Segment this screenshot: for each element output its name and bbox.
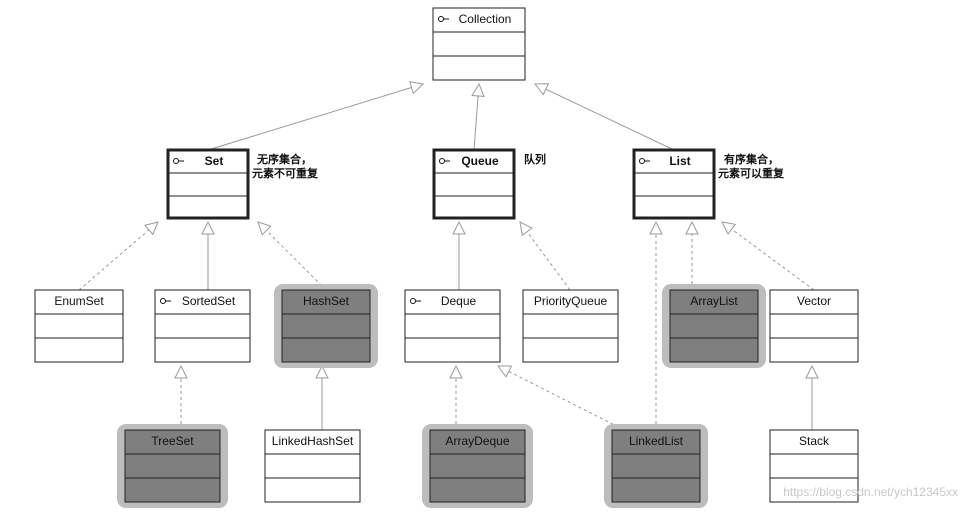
inheritance-arrowhead — [649, 220, 663, 235]
class-name-arraylist: ArrayList — [690, 294, 738, 308]
class-box-vector: Vector — [769, 289, 859, 363]
inheritance-arrowhead — [519, 221, 533, 237]
relation-enumset-to-set — [78, 221, 159, 291]
class-box-hashset: HashSet — [274, 284, 378, 368]
class-name-linkedlist: LinkedList — [629, 434, 684, 448]
class-box-frame — [769, 429, 859, 503]
inheritance-arrowhead — [721, 221, 737, 235]
class-name-stack: Stack — [799, 434, 830, 448]
inheritance-arrowhead — [409, 81, 425, 95]
inheritance-arrowhead — [805, 364, 819, 379]
class-name-arraydeque: ArrayDeque — [445, 434, 509, 448]
inheritance-arrowhead — [685, 220, 699, 235]
class-name-enumset: EnumSet — [54, 294, 104, 308]
class-name-deque: Deque — [441, 294, 477, 308]
class-name-queue: Queue — [461, 154, 499, 168]
class-box-treeset: TreeSet — [117, 424, 228, 508]
watermark: https://blog.csdn.net/ych12345xx — [783, 485, 958, 499]
class-box-frame — [281, 289, 371, 363]
relation-line — [266, 230, 327, 291]
inheritance-arrowhead — [533, 83, 550, 96]
list-note-line1: 有序集合， — [724, 152, 779, 166]
class-box-arraylist: ArrayList — [662, 284, 766, 368]
inheritance-arrowhead — [452, 220, 466, 235]
class-box-frame — [34, 289, 124, 363]
class-box-stack: Stack — [769, 429, 859, 503]
relation-stack-to-vector — [805, 364, 819, 430]
inheritance-arrowhead — [497, 365, 513, 378]
class-box-sortedset: SortedSet — [154, 289, 251, 363]
inheritance-arrowhead — [144, 221, 159, 236]
set-note-line1: 无序集合， — [256, 152, 312, 166]
class-box-linkedhashset: LinkedHashSet — [264, 429, 361, 503]
class-box-enumset: EnumSet — [34, 289, 124, 363]
class-box-frame — [432, 7, 526, 81]
relation-linkedhashset-to-hashset — [315, 364, 329, 430]
class-name-linkedhashset: LinkedHashSet — [272, 434, 354, 448]
class-box-list: List — [632, 148, 716, 220]
class-box-frame — [404, 289, 501, 363]
relation-queue-to-collection — [471, 82, 485, 151]
class-name-priorityqueue: PriorityQueue — [534, 294, 608, 308]
relation-set-to-collection — [207, 81, 425, 151]
class-box-linkedlist: LinkedList — [604, 424, 708, 508]
inheritance-arrowhead — [174, 364, 188, 379]
class-box-set: Set — [166, 148, 250, 220]
class-box-frame — [124, 429, 221, 503]
relation-list-to-collection — [533, 83, 675, 151]
class-box-frame — [669, 289, 759, 363]
class-name-sortedset: SortedSet — [182, 294, 236, 308]
relation-line — [545, 88, 675, 151]
relation-line — [731, 228, 815, 291]
relation-hashset-to-set — [257, 221, 327, 291]
class-box-frame — [264, 429, 361, 503]
relation-line — [78, 229, 150, 291]
class-name-set: Set — [205, 154, 224, 168]
inheritance-arrowhead — [471, 82, 485, 97]
list-note-line2: 元素可以重复 — [718, 166, 785, 180]
relation-line — [526, 231, 571, 291]
class-box-frame — [769, 289, 859, 363]
class-box-frame — [154, 289, 251, 363]
inheritance-arrowhead — [201, 220, 215, 235]
set-note-line2: 元素不可重复 — [252, 166, 319, 180]
relation-line — [473, 95, 479, 151]
class-box-frame — [632, 148, 716, 220]
relation-linkedlist-to-list — [649, 220, 663, 430]
class-box-deque: Deque — [404, 289, 501, 363]
class-box-arraydeque: ArrayDeque — [422, 424, 533, 508]
inheritance-arrowhead — [315, 364, 329, 379]
class-name-vector: Vector — [797, 294, 831, 308]
relation-priorityqueue-to-queue — [519, 221, 571, 291]
class-name-list: List — [669, 154, 690, 168]
class-box-frame — [522, 289, 619, 363]
relation-sortedset-to-set — [201, 220, 215, 290]
relation-arraydeque-to-deque — [449, 364, 463, 430]
class-name-hashset: HashSet — [303, 294, 350, 308]
class-box-frame — [429, 429, 526, 503]
class-box-queue: Queue — [432, 148, 516, 220]
relation-treeset-to-sortedset — [174, 364, 188, 430]
relation-line — [207, 87, 412, 151]
relation-arraylist-to-list — [685, 220, 699, 290]
inheritance-arrowhead — [449, 364, 463, 379]
class-box-frame — [611, 429, 701, 503]
class-box-collection: Collection — [432, 7, 526, 81]
class-name-collection: Collection — [459, 12, 512, 26]
class-name-treeset: TreeSet — [151, 434, 194, 448]
relation-vector-to-list — [721, 221, 815, 291]
inheritance-arrowhead — [257, 221, 272, 236]
relation-lines — [78, 81, 819, 439]
relation-deque-to-queue — [452, 220, 466, 290]
queue-note: 队列 — [524, 152, 546, 166]
class-box-priorityqueue: PriorityQueue — [522, 289, 619, 363]
